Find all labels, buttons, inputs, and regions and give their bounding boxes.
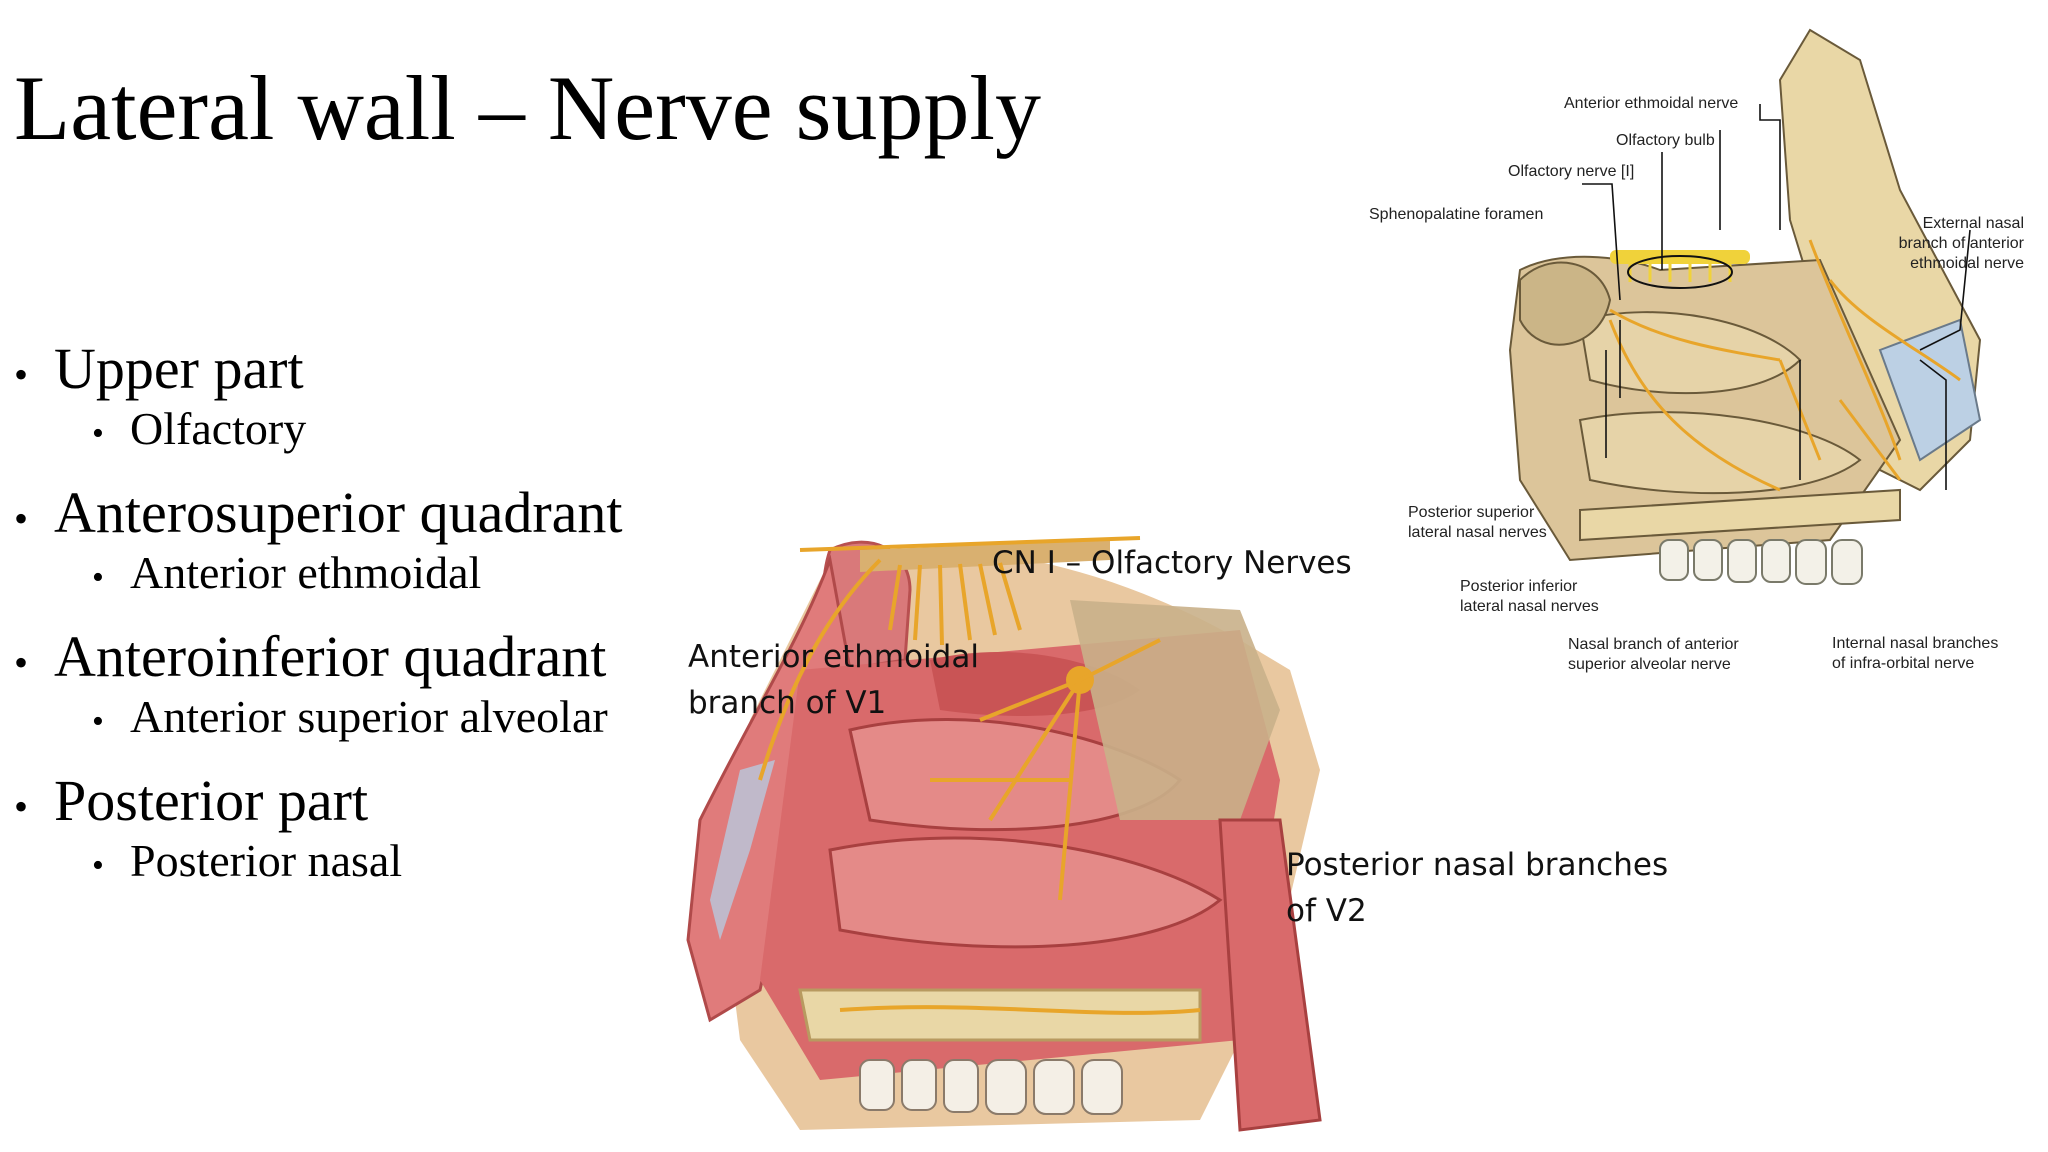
bullet-dot: • — [14, 496, 29, 541]
anterior-ethmoidal-nerve — [758, 558, 882, 781]
annotation-anterior-ethmoidal-1: Anterior ethmoidal — [688, 639, 979, 675]
cribriform-plate — [860, 540, 1110, 572]
nasal-nerves — [1608, 239, 1961, 492]
label-internal-nasal-1: Internal nasal branches — [1832, 635, 1999, 652]
inferior-turbinate — [1578, 411, 1862, 495]
lateral-nasal-wall-illustration — [686, 536, 1322, 1132]
label-nasal-branch-asa-1: Nasal branch of anterior — [1568, 636, 1739, 653]
slide-title: Lateral wall – Nerve supply — [14, 57, 1041, 159]
annotation-anterior-ethmoidal-2: branch of V1 — [688, 685, 887, 721]
label-external-nasal-1: External nasal — [1922, 215, 2024, 232]
bullet-dot: • — [92, 703, 104, 740]
bullet-dot: • — [14, 784, 29, 829]
annotation-posterior-nasal-2: of V2 — [1286, 893, 1367, 929]
sub-bullet-label: Anterior superior alveolar — [130, 691, 608, 742]
bullet-anterosuperior-quadrant: • Anterosuperior quadrant — [14, 484, 694, 550]
sub-bullet-label: Olfactory — [130, 403, 307, 454]
palatine-nerves — [839, 1005, 1201, 1015]
bullet-label: Anterosuperior quadrant — [54, 480, 623, 545]
label-posterior-inferior-1: Posterior inferior — [1460, 578, 1578, 595]
pharyngeal-wall — [1218, 818, 1322, 1132]
label-internal-nasal-2: of infra-orbital nerve — [1832, 655, 1975, 672]
label-posterior-superior-1: Posterior superior — [1408, 504, 1535, 521]
nasal-cartilage — [710, 760, 775, 940]
bullet-upper-part: • Upper part — [14, 340, 694, 406]
nasal-cartilage — [1878, 318, 1982, 462]
teeth — [1659, 539, 1863, 585]
hard-palate — [798, 988, 1202, 1042]
annotation-posterior-nasal-1: Posterior nasal branches — [1286, 847, 1669, 883]
bullet-dot: • — [14, 352, 29, 397]
olfactory-nerve-outline — [1627, 255, 1733, 289]
palate — [1579, 488, 1901, 542]
teeth — [859, 1059, 1123, 1115]
olfactory-nerve-bundle — [799, 536, 1141, 646]
sub-bullet-label: Posterior nasal — [130, 835, 403, 886]
bullet-label: Anteroinferior quadrant — [54, 624, 607, 689]
label-nasal-branch-asa-2: superior alveolar nerve — [1568, 656, 1731, 673]
sub-bullet-olfactory: • Olfactory — [92, 406, 694, 462]
annotation-cn1-olfactory: CN I – Olfactory Nerves — [992, 545, 1352, 581]
label-leader-lines — [1582, 104, 1971, 490]
label-posterior-superior-2: lateral nasal nerves — [1408, 524, 1547, 541]
bullet-label: Posterior part — [54, 768, 369, 833]
bullet-dot: • — [92, 847, 104, 884]
bullet-label: Upper part — [54, 336, 304, 401]
bullet-posterior-part: • Posterior part — [14, 772, 694, 838]
bullet-dot: • — [92, 559, 104, 596]
label-olfactory-bulb: Olfactory bulb — [1616, 132, 1715, 149]
nerve-inset-illustration — [1508, 28, 1982, 585]
bullet-dot: • — [14, 640, 29, 685]
label-sphenopalatine-foramen: Sphenopalatine foramen — [1369, 206, 1544, 223]
inferior-turbinate — [828, 836, 1223, 949]
sub-bullet-label: Anterior ethmoidal — [130, 547, 482, 598]
bullet-anteroinferior-quadrant: • Anteroinferior quadrant — [14, 628, 694, 694]
sphenoid-region — [1070, 600, 1280, 820]
posterior-nasal-branches — [930, 638, 1161, 901]
label-external-nasal-2: branch of anterior — [1898, 235, 2024, 252]
bullet-dot: • — [92, 415, 104, 452]
sub-bullet-anterior-superior-alveolar: • Anterior superior alveolar — [92, 694, 694, 750]
label-external-nasal-3: ethmoidal nerve — [1910, 255, 2024, 272]
sphenoid-sinus — [1519, 261, 1612, 346]
label-olfactory-nerve: Olfactory nerve [I] — [1508, 163, 1635, 180]
sub-bullet-anterior-ethmoidal: • Anterior ethmoidal — [92, 550, 694, 606]
bullet-list: • Upper part • Olfactory • Anterosuperio… — [14, 340, 694, 916]
label-anterior-ethmoidal-nerve: Anterior ethmoidal nerve — [1564, 95, 1739, 112]
sub-bullet-posterior-nasal: • Posterior nasal — [92, 838, 694, 894]
label-posterior-inferior-2: lateral nasal nerves — [1460, 598, 1599, 615]
